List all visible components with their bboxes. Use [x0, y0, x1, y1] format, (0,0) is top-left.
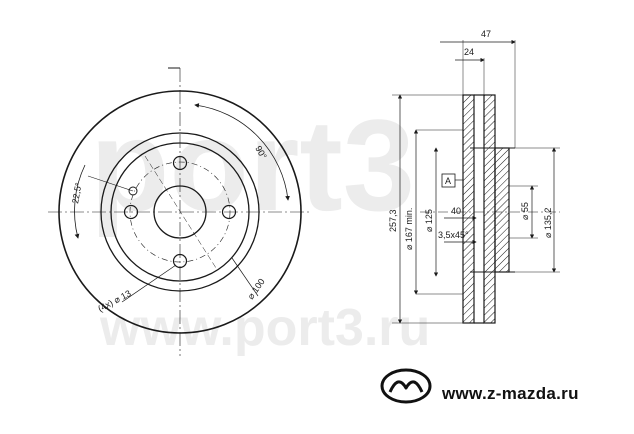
mazda-logo: [380, 368, 432, 404]
inner-friction-plate: [462, 94, 475, 324]
front-view: [48, 67, 312, 356]
dim-47-label: 47: [481, 29, 491, 39]
angle-90-arc: [194, 103, 290, 201]
watermark: port3 www.port3.ru: [90, 92, 430, 357]
watermark-logo: port3: [90, 92, 415, 238]
dim-40-label: 40: [451, 206, 461, 216]
site-url[interactable]: www.z-mazda.ru: [442, 384, 579, 403]
angle-22-label: 22,5°: [70, 181, 84, 204]
side-view: [392, 39, 560, 324]
datum-label: A: [445, 176, 451, 186]
dim-257-label: 257,3: [388, 209, 398, 232]
chamfer-label: 3,5x45°: [438, 230, 469, 240]
dim-135-label: ⌀ 135,2: [543, 208, 553, 238]
dim-125-label: ⌀ 125: [424, 209, 434, 232]
bolt-circle-leader: [231, 257, 259, 297]
bolt-circle-label: ⌀ 100: [245, 277, 266, 302]
locating-hole: [128, 186, 138, 196]
outer-friction-plate: [483, 94, 496, 324]
datum-box: [441, 173, 456, 188]
diagonal-centerline: [144, 155, 217, 269]
angle-22-ray: [87, 175, 134, 192]
watermark-url: www.port3.ru: [99, 299, 430, 357]
side-view-labels: 47 24 257,3 ⌀ 167 min. ⌀ 125 40 3,5x45° …: [388, 29, 553, 250]
angle-22-arc: [74, 164, 86, 239]
holes-leader: [121, 264, 177, 303]
dim-24-label: 24: [464, 47, 474, 57]
hat-section: [494, 147, 510, 273]
dim-55-label: ⌀ 55: [520, 202, 530, 220]
dim-167-label: ⌀ 167 min.: [404, 208, 414, 250]
